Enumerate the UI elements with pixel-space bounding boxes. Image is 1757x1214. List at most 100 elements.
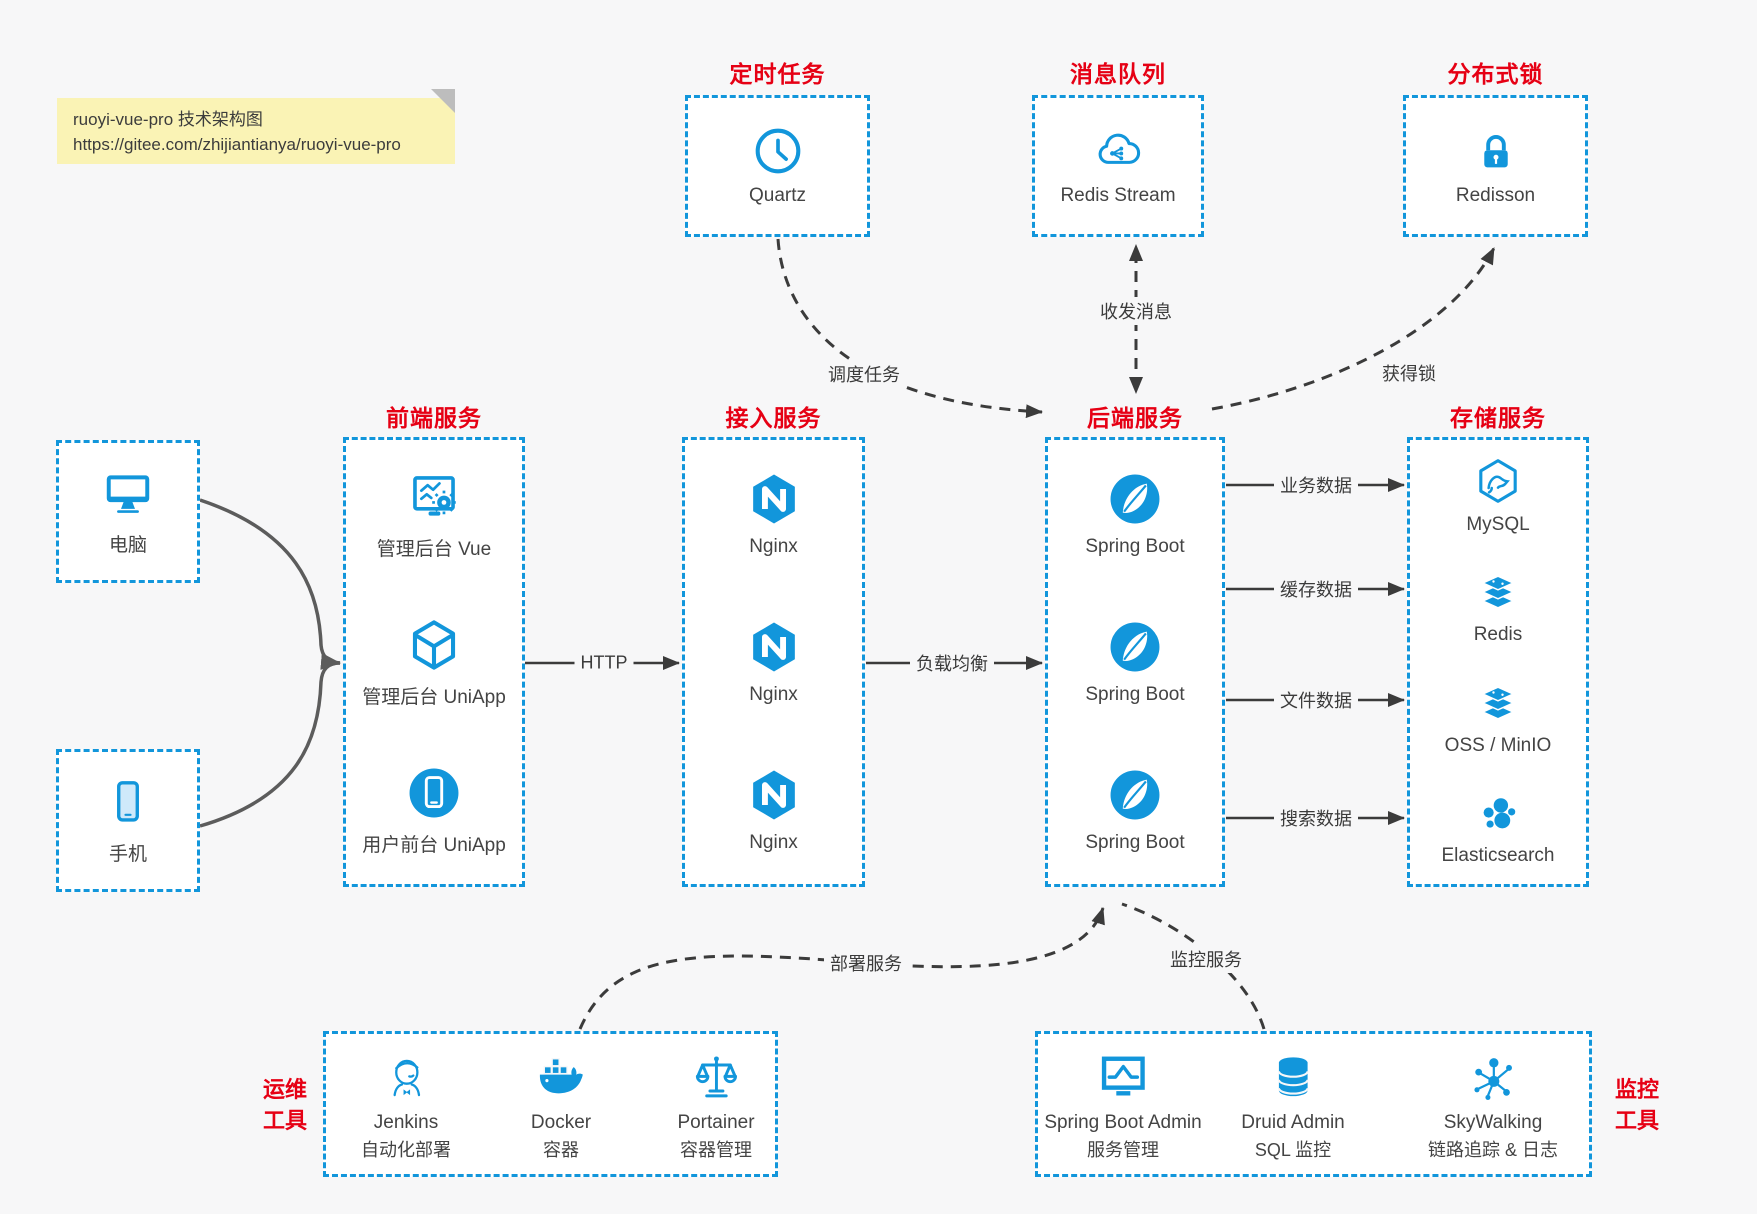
title-gateway: 接入服务 (725, 405, 822, 431)
node-label: Redisson (1455, 185, 1536, 206)
tool-desc: 容器管理 (679, 1140, 752, 1160)
box-mobile-client: 手机 (56, 749, 200, 892)
spring-boot-icon (1110, 770, 1160, 820)
lock-icon (1483, 135, 1508, 168)
box-gateway-services: Nginx Nginx Nginx (682, 437, 865, 887)
node-pc: 电脑 (59, 443, 197, 580)
tool-druid-admin: Druid Admin SQL 监控 (1241, 1050, 1345, 1162)
object-storage-stack-icon (1481, 685, 1515, 720)
node-mysql: MySQL (1410, 440, 1586, 551)
acquire-lock-arrow (1211, 247, 1496, 411)
node-label: 电脑 (108, 535, 147, 556)
node-mobile: 手机 (59, 752, 197, 889)
title-monitor-line2: 工具 (1614, 1108, 1659, 1133)
node-nginx-2: Nginx (685, 588, 862, 736)
node-spring-boot-1: Spring Boot (1048, 440, 1222, 588)
node-label: 管理后台 Vue (376, 538, 492, 560)
box-backend-services: Spring Boot Spring Boot Spring Boot (1045, 437, 1225, 887)
tool-portainer: Portainer 容器管理 (677, 1050, 755, 1162)
title-frontend: 前端服务 (386, 405, 482, 431)
jenkins-icon (393, 1059, 421, 1097)
spring-boot-icon (1110, 622, 1160, 672)
title-distributed-lock: 分布式锁 (1447, 61, 1544, 87)
edge-label-cache-data: 缓存数据 (1274, 575, 1358, 603)
dispatch-task-arrow (776, 238, 1043, 419)
tool-name: Portainer (677, 1112, 755, 1133)
nginx-icon (752, 474, 795, 524)
node-label: Spring Boot (1085, 832, 1185, 853)
admin-screen-gear-icon (413, 475, 456, 516)
title-monitor-line1: 监控 (1614, 1077, 1659, 1102)
title-message-queue: 消息队列 (1070, 61, 1166, 87)
node-label: 管理后台 UniApp (362, 686, 506, 708)
tool-docker: Docker 容器 (531, 1050, 591, 1162)
edge-label-send-receive-message: 收发消息 (1094, 297, 1178, 325)
node-label: Elasticsearch (1441, 844, 1555, 866)
tool-skywalking: SkyWalking 链路追踪 & 日志 (1428, 1050, 1558, 1162)
title-backend: 后端服务 (1087, 405, 1183, 431)
node-label: Nginx (749, 832, 798, 853)
edge-label-load-balance: 负载均衡 (910, 649, 994, 677)
tool-desc: 链路追踪 & 日志 (1427, 1140, 1559, 1160)
title-ops-tools: 运维 工具 (250, 1074, 320, 1136)
node-label: Nginx (749, 684, 798, 705)
node-label: Redis Stream (1060, 185, 1176, 206)
box-message-queue: Redis Stream (1032, 95, 1204, 237)
tool-jenkins: Jenkins 自动化部署 (361, 1050, 451, 1162)
title-scheduled-task: 定时任务 (729, 61, 826, 87)
clock-icon (755, 128, 800, 174)
node-label: Quartz (748, 185, 807, 206)
redis-stack-icon (1481, 574, 1515, 609)
node-label: Spring Boot (1085, 684, 1185, 705)
node-label: Spring Boot (1085, 536, 1185, 557)
desktop-icon (106, 475, 150, 513)
node-label: Nginx (749, 536, 798, 557)
spring-boot-icon (1110, 474, 1160, 524)
box-monitor-tools: Spring Boot Admin 服务管理 Druid Admin SQL 监… (1035, 1031, 1592, 1177)
scales-icon (695, 1056, 737, 1098)
node-nginx-1: Nginx (685, 440, 862, 588)
mobile-to-frontend-arrow (199, 661, 341, 828)
title-monitor-tools: 监控 工具 (1602, 1074, 1672, 1136)
cube-icon (412, 619, 456, 670)
node-elasticsearch: Elasticsearch (1410, 773, 1586, 884)
node-redis-stream: Redis Stream (1035, 98, 1201, 234)
node-label: 手机 (108, 844, 147, 865)
nginx-icon (752, 770, 795, 820)
node-spring-boot-3: Spring Boot (1048, 736, 1222, 884)
tool-name: SkyWalking (1443, 1112, 1543, 1133)
edge-label-http: HTTP (574, 651, 634, 675)
nginx-icon (752, 622, 795, 672)
cloud-stream-icon (1098, 133, 1141, 164)
tool-name: Druid Admin (1241, 1112, 1345, 1133)
edge-label-search-data: 搜索数据 (1274, 804, 1358, 832)
title-storage: 存储服务 (1450, 405, 1546, 431)
tool-desc: 容器 (543, 1140, 579, 1160)
box-distributed-lock: Redisson (1403, 95, 1588, 237)
tool-spring-boot-admin: Spring Boot Admin 服务管理 (1044, 1050, 1202, 1162)
node-nginx-3: Nginx (685, 736, 862, 884)
node-admin-vue: 管理后台 Vue (346, 440, 522, 588)
node-quartz: Quartz (688, 98, 867, 234)
box-scheduled-task: Quartz (685, 95, 870, 237)
node-redis: Redis (1410, 551, 1586, 662)
mobile-app-circle-icon (409, 768, 459, 817)
node-oss-minio: OSS / MinIO (1410, 662, 1586, 773)
node-admin-uniapp: 管理后台 UniApp (346, 588, 522, 736)
box-frontend-services: 管理后台 Vue 管理后台 UniApp 用户前台 UniApp (343, 437, 525, 887)
box-pc-client: 电脑 (56, 440, 200, 583)
sticky-note: ruoyi-vue-pro 技术架构图 https://gitee.com/zh… (57, 89, 455, 164)
node-spring-boot-2: Spring Boot (1048, 588, 1222, 736)
database-icon (1277, 1057, 1309, 1097)
phone-icon (117, 781, 139, 822)
monitor-chart-icon (1101, 1056, 1145, 1096)
tool-desc: SQL 监控 (1254, 1140, 1332, 1160)
tool-name: Spring Boot Admin (1044, 1112, 1202, 1133)
node-user-uniapp: 用户前台 UniApp (346, 736, 522, 884)
node-label: OSS / MinIO (1444, 734, 1552, 756)
mysql-icon (1479, 458, 1517, 503)
title-ops-line2: 工具 (262, 1108, 307, 1133)
note-title: ruoyi-vue-pro 技术架构图 (73, 110, 263, 129)
network-nodes-icon (1474, 1058, 1512, 1100)
